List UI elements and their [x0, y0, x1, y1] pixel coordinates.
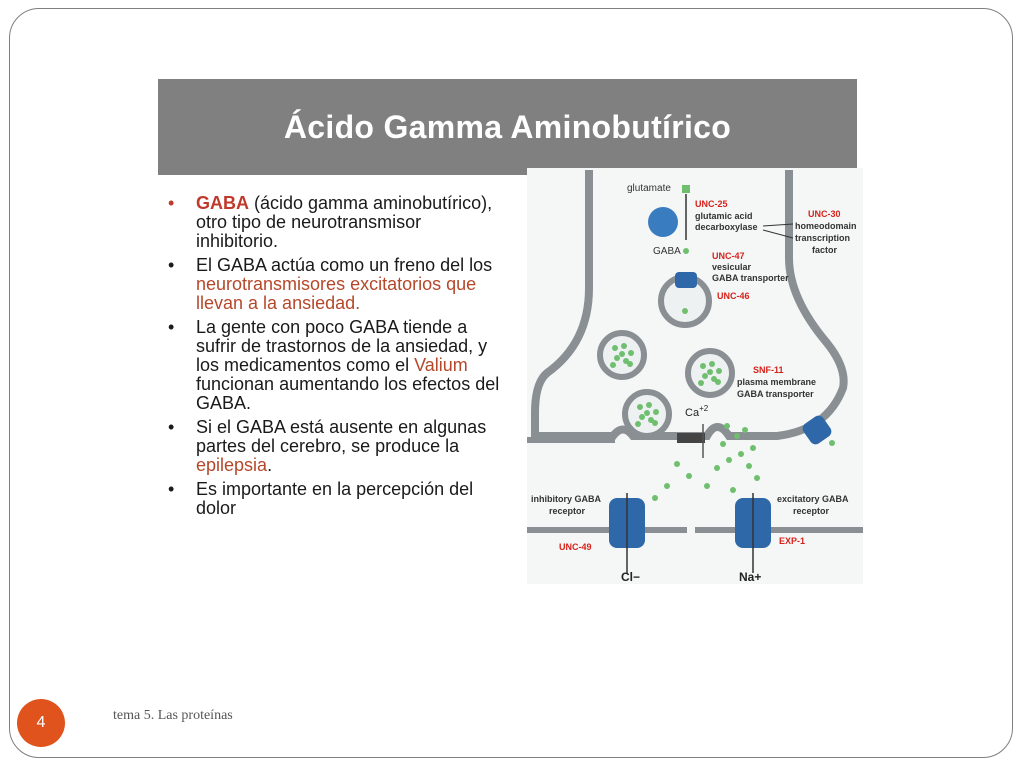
unc25-label: UNC-25 — [695, 199, 728, 209]
bullet-list: • GABA (ácido gamma aminobutírico), otro … — [166, 194, 506, 523]
bullet-dot: • — [168, 479, 175, 499]
excitatory-label-2: receptor — [793, 506, 830, 516]
unc30-label: UNC-30 — [808, 209, 841, 219]
bullet-dot: • — [168, 255, 175, 275]
homeodomain-label-2: transcription — [795, 233, 850, 243]
unc47-transporter — [675, 272, 697, 288]
snf11-label: SNF-11 — [753, 365, 784, 375]
gad-label-2: decarboxylase — [695, 222, 758, 232]
sodium-label: Na+ — [739, 570, 761, 584]
synaptic-vesicle-1 — [597, 330, 647, 380]
inhibitory-label-1: inhibitory GABA — [531, 494, 601, 504]
footer-text: tema 5. Las proteínas — [113, 708, 233, 723]
exp1-label: EXP-1 — [779, 536, 805, 546]
bullet-text: Valium — [414, 355, 468, 375]
excitatory-label-1: excitatory GABA — [777, 494, 849, 504]
bullet-item: • El GABA actúa como un freno del los neu… — [166, 256, 506, 313]
gaba-label: GABA — [653, 246, 681, 257]
vesicular-transporter-label: GABA transporter — [712, 273, 789, 283]
gaba-reuptake — [829, 440, 835, 446]
docked-vesicle — [622, 389, 672, 439]
page-number-badge: 4 — [17, 699, 65, 747]
bullet-dot: • — [168, 417, 175, 437]
dense-projection — [677, 433, 705, 443]
bullet-text: neurotransmisores excitatorios que lleva… — [196, 274, 477, 313]
calcium-label: Ca+2 — [685, 404, 709, 419]
bullet-text: (ácido gamma aminobutírico), otro tipo d… — [196, 193, 493, 251]
bullet-dot: • — [168, 317, 175, 337]
synaptic-vesicle-2 — [685, 348, 735, 398]
homeodomain-label-3: factor — [812, 245, 838, 255]
inhibitory-gaba-receptor — [609, 493, 645, 573]
plasma-membrane-label: plasma membrane — [737, 377, 816, 387]
bullet-item: • La gente con poco GABA tiende a sufrir … — [166, 318, 506, 413]
inhibitory-label-2: receptor — [549, 506, 586, 516]
presynaptic-membrane — [531, 170, 848, 440]
released-gaba — [652, 423, 760, 501]
bullet-text: Si el GABA está ausente en algunas parte… — [196, 417, 487, 456]
excitatory-gaba-receptor — [735, 493, 771, 573]
slide-title: Ácido Gamma Aminobutírico — [283, 108, 732, 145]
title-bar: Ácido Gamma Aminobutírico — [158, 79, 857, 175]
bullet-dot: • — [168, 193, 175, 213]
synapse-svg: glutamate UNC-25 glutamic acid decarboxy… — [527, 170, 863, 584]
bullet-text: El GABA actúa como un freno del los — [196, 255, 493, 275]
glutamate-label: glutamate — [627, 183, 671, 194]
unc47-label: UNC-47 — [712, 251, 745, 261]
unc30-pointer-2 — [762, 229, 794, 239]
vesicular-label: vesicular — [712, 262, 752, 272]
bullet-text: . — [267, 455, 273, 475]
homeodomain-label-1: homeodomain — [795, 221, 857, 231]
bullet-item: • GABA (ácido gamma aminobutírico), otro … — [166, 194, 506, 251]
unc49-label: UNC-49 — [559, 542, 592, 552]
unc30-pointer-1 — [762, 223, 794, 227]
bullet-text: La gente con poco GABA tiende a sufrir d… — [196, 317, 488, 375]
plasma-transporter-label: GABA transporter — [737, 389, 814, 399]
gaba-in-vesicle — [682, 308, 688, 314]
gad-label-1: glutamic acid — [695, 211, 753, 221]
unc46-label: UNC-46 — [717, 291, 750, 301]
page-number: 4 — [36, 714, 46, 731]
chloride-label: Cl− — [621, 570, 640, 584]
glutamate-molecule — [682, 185, 690, 193]
gaba-synapse-diagram: glutamate UNC-25 glutamic acid decarboxy… — [527, 168, 863, 584]
bullet-text: Es importante en la percepción del dolor — [196, 479, 474, 518]
bullet-item: • Si el GABA está ausente en algunas part… — [166, 418, 506, 475]
bullet-item: • Es importante en la percepción del dolo… — [166, 480, 506, 518]
bullet-text: epilepsia — [196, 455, 268, 475]
bullet-text: GABA — [196, 193, 249, 213]
gaba-molecule — [683, 248, 689, 254]
snf11-transporter — [802, 415, 832, 445]
gad-enzyme — [648, 207, 678, 237]
bullet-text: funcionan aumentando los efectos del GAB… — [196, 374, 500, 413]
